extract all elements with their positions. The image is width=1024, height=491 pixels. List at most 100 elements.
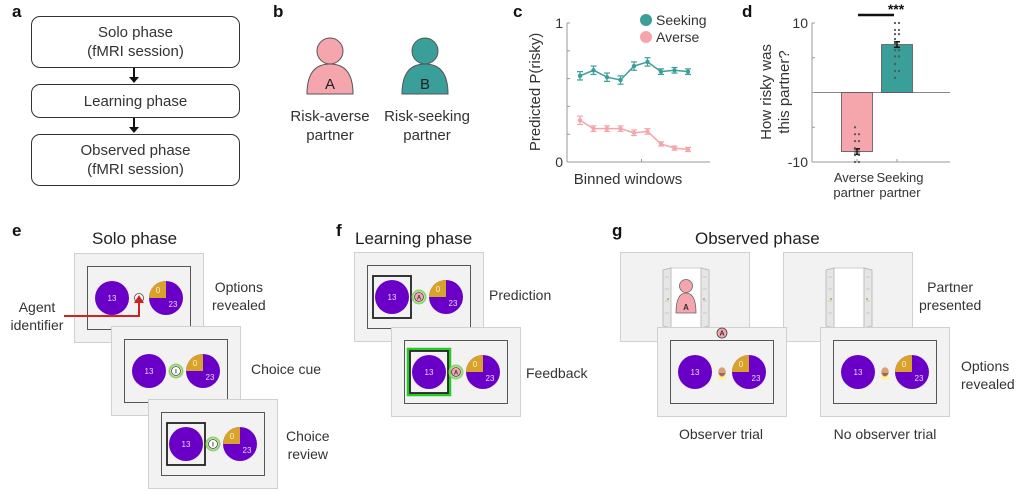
data-point-seeking xyxy=(617,75,624,85)
partner-agent-identifier-icon: A xyxy=(448,364,464,380)
label-line: Options xyxy=(214,279,263,295)
label-line: Partner xyxy=(927,279,974,295)
cue-ring xyxy=(411,289,427,305)
safe-option: 13 xyxy=(841,355,875,389)
y-axis-label-line1: How risky was xyxy=(758,44,775,140)
beard xyxy=(718,373,726,376)
data-point-averse xyxy=(685,146,691,153)
cue-ring xyxy=(448,364,464,380)
marker xyxy=(658,141,664,147)
marker xyxy=(604,75,610,80)
data-point xyxy=(897,55,901,58)
y-axis-label-line2: this partner? xyxy=(776,50,793,133)
safe-option-value: 13 xyxy=(145,367,154,376)
caption-line: Risk-seeking xyxy=(384,108,470,125)
label-line: revealed xyxy=(212,297,266,313)
label-line: presented xyxy=(919,297,982,313)
screen-label-choice-review: Choice review xyxy=(286,427,330,463)
x-axis-label: Binned windows xyxy=(574,171,682,188)
screen-label-partner-presented: Partner presented xyxy=(919,278,981,314)
flow-arrow xyxy=(129,68,139,83)
marker xyxy=(645,59,650,65)
data-point xyxy=(857,133,861,136)
data-point-averse xyxy=(590,125,597,133)
door-knob xyxy=(703,298,705,300)
data-point-averse xyxy=(658,141,664,147)
selected-option-box xyxy=(372,275,412,319)
face-glow xyxy=(880,376,890,380)
beard xyxy=(881,373,889,376)
agent-identifier-arrow xyxy=(64,295,144,317)
safe-option-circle xyxy=(412,355,446,389)
safe-option: 13 xyxy=(678,355,712,389)
marker xyxy=(591,68,596,73)
data-point xyxy=(893,37,897,41)
phase-title-learning: Learning phase xyxy=(355,229,473,248)
safe-option-circle xyxy=(375,280,409,314)
legend-label-seeking: Seeking xyxy=(656,12,707,28)
data-point xyxy=(853,150,857,153)
data-point xyxy=(893,62,897,66)
flow-step-title: Solo phase xyxy=(97,24,174,41)
data-point xyxy=(853,133,857,136)
bar-averse xyxy=(841,92,873,152)
selected-option-box xyxy=(166,422,206,466)
door-knob xyxy=(667,298,669,300)
safe-option-value: 13 xyxy=(388,293,397,302)
flow-step-observed-phase: Observed phase (fMRI session) xyxy=(31,134,240,186)
y-tick-label: -10 xyxy=(788,154,808,170)
marker xyxy=(577,73,583,79)
door-knob xyxy=(830,298,832,300)
data-point xyxy=(893,42,897,45)
panel-label-e: e xyxy=(12,221,22,240)
x-tick-label: partner xyxy=(879,185,921,200)
data-point-seeking xyxy=(658,68,664,76)
risky-option: 023 xyxy=(149,281,183,315)
safe-option-circle xyxy=(678,355,712,389)
legend-swatch-seeking xyxy=(640,14,652,26)
partner-letter: B xyxy=(420,76,430,93)
risky-option-low-value: 0 xyxy=(436,285,441,294)
flow-step-title: Learning phase xyxy=(83,92,188,110)
agent-identifier-annotation: Agent identifier xyxy=(2,298,72,334)
data-point-averse xyxy=(631,129,637,137)
risky-option-loss-wedge xyxy=(466,355,483,372)
panel-label-b: b xyxy=(273,2,284,21)
data-point xyxy=(897,49,901,52)
risky-option-low-value: 0 xyxy=(739,360,744,369)
screen-label-options-revealed-observed: Options revealed xyxy=(961,357,1015,393)
bar-seeking xyxy=(881,44,913,93)
data-point xyxy=(853,160,857,164)
risk-averse-caption: Risk-averse partner xyxy=(280,107,380,145)
y-tick-label: 10 xyxy=(792,15,808,31)
x-tick-label: Seeking xyxy=(877,170,924,185)
marker xyxy=(577,118,583,123)
data-point xyxy=(897,28,901,32)
safe-option-value: 13 xyxy=(108,294,117,303)
risky-option-loss-wedge xyxy=(732,355,749,372)
data-point-seeking xyxy=(577,71,583,81)
label-line: review xyxy=(287,446,329,462)
marker xyxy=(658,69,664,74)
safe-option-value: 13 xyxy=(854,368,863,377)
marker xyxy=(618,77,623,83)
data-point xyxy=(893,76,897,80)
data-point xyxy=(897,69,901,73)
data-point xyxy=(893,33,897,36)
screen-label-feedback: Feedback xyxy=(526,365,588,381)
observer-face-icon xyxy=(880,367,890,380)
marker xyxy=(672,68,677,73)
data-point xyxy=(893,69,897,73)
safe-option-value: 13 xyxy=(182,440,191,449)
marker xyxy=(591,126,596,131)
caption-line: partner xyxy=(403,127,451,144)
solo-agent-identifier-icon: I xyxy=(205,436,221,452)
